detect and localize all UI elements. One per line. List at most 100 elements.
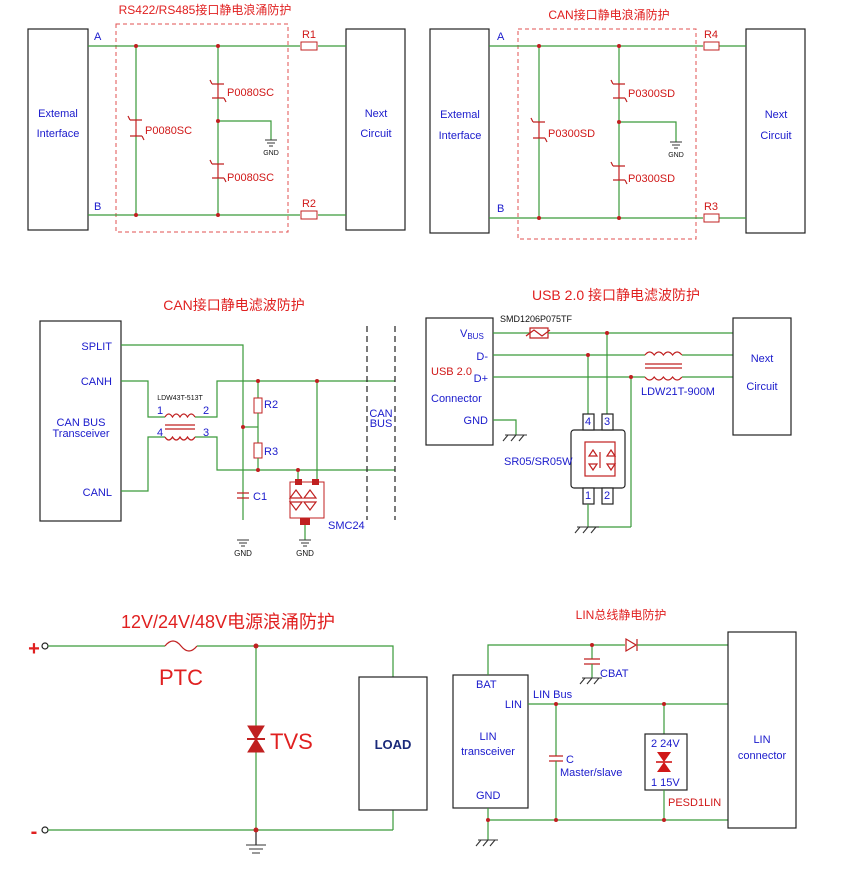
junction-dot — [315, 379, 319, 383]
lin-connector-box — [727, 631, 797, 829]
can-pin-canl: CANL — [83, 487, 112, 499]
junction-dot — [134, 213, 138, 217]
lin-cap-label: C — [566, 754, 574, 766]
can-choke-pin-4: 4 — [157, 427, 163, 439]
can-surge-tvs-left-label: P0300SD — [548, 128, 595, 140]
usb-title: USB 2.0 接口静电滤波防护 — [532, 287, 700, 303]
rs485-tvs-bottom-label: P0080SC — [227, 172, 274, 184]
lin-tvs-bottom-label: 1 15V — [651, 777, 680, 789]
can-surge-gnd-icon — [670, 141, 682, 149]
junction-dot — [586, 353, 590, 357]
power-tvs-label: TVS — [270, 729, 313, 754]
can-surge-r3-label: R3 — [704, 201, 718, 213]
can-bus-label-2: BUS — [370, 418, 393, 430]
lin-transceiver-label-1: LIN — [479, 731, 496, 743]
usb-next-box — [732, 317, 792, 436]
usb-tvs-pin-4-label: 4 — [585, 416, 591, 428]
junction-dot — [216, 44, 220, 48]
rs485-tvs-left-label: P0080SC — [145, 125, 192, 137]
usb-connector-label-1: USB 2.0 — [431, 366, 472, 378]
rs485-gnd-icon — [265, 139, 277, 147]
junction-dot — [253, 643, 259, 649]
usb-tvs-pin-1-label: 1 — [585, 490, 591, 502]
power-plus-terminal — [41, 642, 49, 650]
can-gnd-icon-1 — [237, 539, 249, 547]
can-capacitor-c1 — [237, 492, 249, 499]
junction-dot — [216, 213, 220, 217]
power-gnd-icon — [246, 844, 266, 854]
junction-dot — [605, 331, 609, 335]
can-surge-gnd-label: GND — [668, 152, 684, 159]
power-load-box — [358, 676, 428, 811]
usb-tvs-gnd-wire — [587, 504, 631, 528]
rs485-next-label-1: Next — [365, 108, 388, 120]
can-tvs-diodes — [288, 489, 318, 511]
can-surge-external-label-2: Interface — [439, 130, 482, 142]
junction-dot — [537, 216, 541, 220]
can-surge-gnd-wire — [619, 121, 677, 142]
usb-tvs-gnd-icon — [574, 526, 599, 534]
rs485-section: RS422/RS485接口静电浪涌防护 Extemal Interface Ne… — [27, 2, 406, 233]
can-gnd-icon-2 — [299, 539, 311, 547]
usb-choke-label: LDW21T-900M — [641, 386, 715, 398]
usb-pin-v-main: V — [460, 328, 468, 340]
can-c1-label: C1 — [253, 491, 267, 503]
can-surge-protection-boundary — [517, 28, 697, 240]
junction-dot — [256, 379, 260, 383]
rs485-title: RS422/RS485接口静电浪涌防护 — [119, 2, 292, 17]
usb-connector-label-2: Connector — [431, 393, 482, 405]
usb-tvs-pin-2-label: 2 — [604, 490, 610, 502]
lin-transceiver-box — [452, 674, 529, 809]
usb-tvs-pin-3 — [601, 413, 614, 431]
usb-pin-dplus: D+ — [474, 373, 488, 385]
lin-title: LIN总线静电防护 — [576, 607, 667, 622]
rs485-r1-label: R1 — [302, 29, 316, 41]
rs485-line-a-label: A — [94, 31, 102, 43]
can-surge-line-a-label: A — [497, 31, 505, 43]
power-ptc-label: PTC — [159, 665, 203, 690]
lin-transceiver-label-2: transceiver — [461, 746, 515, 758]
lin-connector-label-1: LIN — [753, 734, 770, 746]
can-surge-resistor-r3 — [703, 213, 720, 223]
junction-dot — [590, 643, 594, 647]
can-canh-out-wire — [195, 380, 395, 418]
junction-dot — [554, 702, 558, 706]
can-surge-title: CAN接口静电浪涌防护 — [548, 7, 669, 22]
junction-dot — [296, 468, 300, 472]
can-r3-label: R3 — [264, 446, 278, 458]
rs485-resistor-r1 — [300, 41, 318, 51]
can-gnd-label-2: GND — [296, 549, 314, 558]
can-surge-tvs-bottom — [610, 161, 628, 185]
usb-tvs-body — [570, 429, 626, 489]
can-surge-tvs-bottom-label: P0300SD — [628, 173, 675, 185]
rs485-protection-boundary — [115, 23, 289, 233]
rs485-tvs-bottom — [209, 159, 227, 183]
rs485-next-box — [345, 28, 406, 231]
can-filter-section: CAN接口静电滤波防护 SPLIT CANH CANL CAN BUS Tran… — [39, 297, 396, 558]
can-gnd-label-1: GND — [234, 549, 252, 558]
usb-gnd-wire — [493, 419, 517, 435]
usb-tvs-pin-4 — [582, 413, 595, 431]
junction-dot — [537, 44, 541, 48]
power-section: 12V/24V/48V电源浪涌防护 + - PTC TVS LOAD — [28, 612, 428, 854]
can-choke-pin-2: 2 — [203, 405, 209, 417]
power-title: 12V/24V/48V电源浪涌防护 — [121, 612, 335, 632]
can-choke-label: LDW43T-513T — [157, 395, 203, 402]
rs485-external-label-2: Interface — [37, 128, 80, 140]
can-choke-coil-top — [164, 413, 196, 419]
power-minus-terminal — [41, 826, 49, 834]
can-surge-tvs-top — [610, 79, 628, 103]
usb-next-label-1: Next — [751, 353, 774, 365]
rs485-tvs-top-label: P0080SC — [227, 87, 274, 99]
can-surge-tvs-top-label: P0300SD — [628, 88, 675, 100]
rs485-external-box — [27, 28, 89, 231]
can-r2-label: R2 — [264, 399, 278, 411]
lin-connector-label-2: connector — [738, 750, 787, 762]
can-transceiver-label-2: Transceiver — [52, 428, 109, 440]
lin-cbat-label: CBAT — [600, 668, 629, 680]
power-plus-label: + — [28, 638, 40, 660]
can-transceiver-label-1: CAN BUS — [57, 417, 106, 429]
junction-dot — [486, 818, 490, 822]
can-resistor-r3 — [253, 442, 263, 459]
